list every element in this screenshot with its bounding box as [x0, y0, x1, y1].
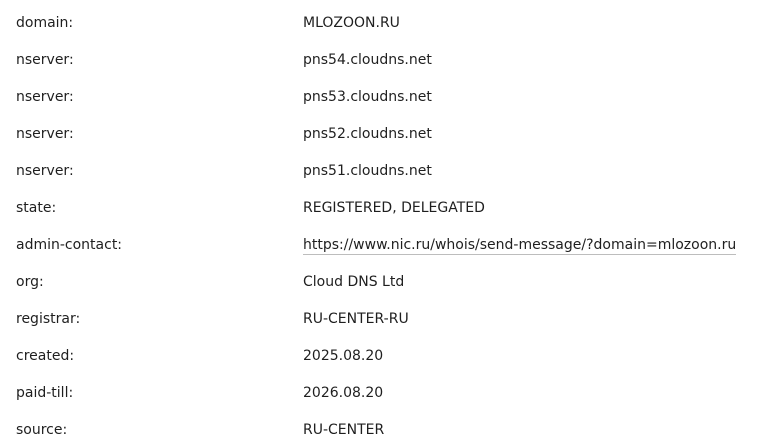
field-value: https://www.nic.ru/whois/send-message/?d… [288, 236, 737, 255]
field-label: nserver: [16, 162, 74, 179]
whois-row-nserver: nserver: pns54.cloudns.net [0, 41, 761, 78]
field-value: 2025.08.20 [303, 347, 384, 364]
field-value: 2026.08.20 [303, 384, 384, 401]
whois-row-created: created: 2025.08.20 [0, 337, 761, 374]
whois-row-source: source: RU-CENTER [0, 411, 761, 448]
whois-row-state: state: REGISTERED, DELEGATED [0, 189, 761, 226]
field-value: pns52.cloudns.net [303, 125, 432, 142]
field-value: pns54.cloudns.net [303, 51, 432, 68]
admin-contact-link[interactable]: https://www.nic.ru/whois/send-message/?d… [303, 236, 737, 255]
field-value: pns51.cloudns.net [303, 162, 432, 179]
field-label: registrar: [16, 310, 81, 327]
whois-row-nserver: nserver: pns52.cloudns.net [0, 115, 761, 152]
field-label: domain: [16, 14, 74, 31]
field-value: MLOZOON.RU [303, 14, 400, 31]
field-value: REGISTERED, DELEGATED [303, 199, 485, 216]
whois-row-registrar: registrar: RU-CENTER-RU [0, 300, 761, 337]
whois-row-org: org: Cloud DNS Ltd [0, 263, 761, 300]
field-label: nserver: [16, 51, 74, 68]
whois-row-paid-till: paid-till: 2026.08.20 [0, 374, 761, 411]
field-label: nserver: [16, 88, 74, 105]
field-label: source: [16, 421, 68, 438]
field-value: RU-CENTER-RU [303, 310, 409, 327]
field-value: pns53.cloudns.net [303, 88, 432, 105]
field-label: created: [16, 347, 75, 364]
field-label: admin-contact: [16, 236, 123, 253]
field-value: Cloud DNS Ltd [303, 273, 405, 290]
whois-row-admin-contact: admin-contact: https://www.nic.ru/whois/… [0, 226, 761, 263]
field-label: paid-till: [16, 384, 74, 401]
field-value: RU-CENTER [303, 421, 385, 438]
field-label: nserver: [16, 125, 74, 142]
whois-row-domain: domain: MLOZOON.RU [0, 4, 761, 41]
whois-row-nserver: nserver: pns53.cloudns.net [0, 78, 761, 115]
field-label: state: [16, 199, 57, 216]
whois-row-nserver: nserver: pns51.cloudns.net [0, 152, 761, 189]
field-label: org: [16, 273, 44, 290]
